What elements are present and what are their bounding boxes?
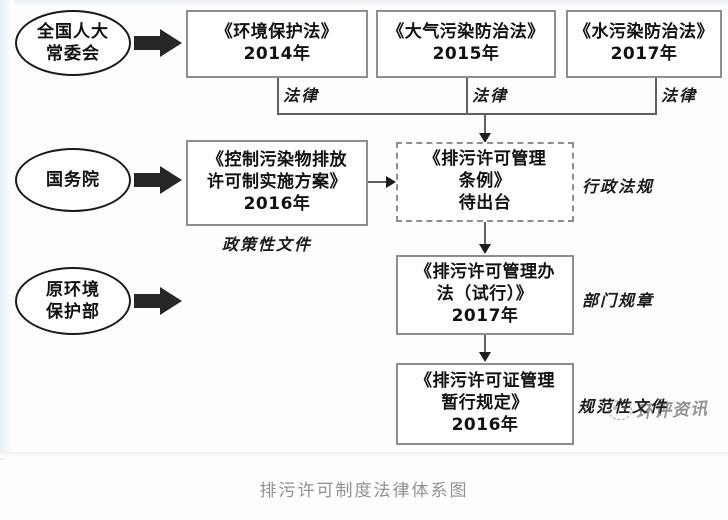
actor-mep-line1: 原环境: [46, 279, 100, 300]
category-label-policy: 政策性文件: [222, 235, 313, 254]
arrowhead-bus-to-regulation: [479, 133, 491, 143]
actor-npc-line1: 全国人大: [37, 21, 109, 42]
actor-npc-line2: 常委会: [46, 44, 100, 64]
regulation-line1: 《排污许可管理: [423, 149, 547, 170]
arrow-shaft: [134, 173, 162, 187]
arrow-mep-to-rules: [134, 287, 184, 315]
law-title: 《环境保护法》: [215, 22, 339, 43]
arrow-head: [160, 287, 182, 315]
ministerial-year: 2017年: [451, 305, 519, 326]
actor-former-mep[interactable]: 原环境 保护部: [15, 267, 131, 335]
arrowhead-ministerial-down: [479, 352, 491, 362]
page-bottom-strip: [0, 452, 728, 458]
arrow-head: [160, 29, 182, 57]
policy-year: 2016年: [243, 193, 311, 214]
law-box-water-pollution[interactable]: 《水污染防治法》 2017年: [566, 10, 722, 78]
diagram-caption: 排污许可制度法律体系图: [259, 481, 469, 501]
arrow-npc-to-law: [134, 29, 184, 57]
connector-regulation-down: [484, 222, 486, 246]
arrow-shaft: [134, 294, 162, 308]
ministerial-line1: 《排污许可管理办: [415, 262, 555, 283]
normative-line2: 暂行规定》: [441, 393, 529, 414]
arrowhead-regulation-down: [479, 244, 491, 254]
category-label-ministerial-rule: 部门规章: [582, 291, 655, 310]
connector-law3-down: [655, 78, 657, 114]
arrow-shaft: [134, 36, 162, 50]
arrow-head: [160, 166, 182, 194]
law-year: 2017年: [610, 44, 678, 64]
connector-law1-down: [277, 78, 279, 114]
connector-law2-down: [466, 78, 468, 114]
actor-mep-line2: 保护部: [46, 302, 100, 322]
connector-bus-to-regulation: [484, 113, 486, 139]
regulation-status: 待出台: [458, 192, 512, 213]
normative-line1: 《排污许可证管理: [415, 371, 555, 392]
law-title: 《水污染防治法》: [574, 22, 714, 43]
category-label-law-3: 法律: [661, 86, 698, 105]
category-label-law-2: 法律: [472, 86, 509, 105]
normative-year: 2016年: [451, 414, 519, 435]
watermark-text: 环评资讯: [635, 399, 709, 423]
category-label-law-1: 法律: [283, 86, 320, 105]
page-tint-left: [0, 0, 14, 460]
law-title: 《大气污染防治法》: [387, 22, 545, 43]
policy-line2: 许可制实施方案》: [207, 172, 347, 193]
law-box-env-protection[interactable]: 《环境保护法》 2014年: [186, 10, 368, 78]
law-box-air-pollution[interactable]: 《大气污染防治法》 2015年: [376, 10, 556, 78]
regulation-box-permit-management[interactable]: 《排污许可管理 条例》 待出台: [396, 142, 574, 222]
watermark-logo-icon: [608, 400, 632, 420]
law-year: 2014年: [243, 44, 311, 64]
connector-law-bus: [277, 113, 657, 115]
law-year: 2015年: [432, 44, 500, 64]
actor-npc-standing-committee[interactable]: 全国人大 常委会: [15, 10, 131, 76]
policy-box-implementation-plan[interactable]: 《控制污染物排放 许可制实施方案》 2016年: [186, 140, 368, 226]
connector-policy-to-regulation: [368, 181, 388, 183]
policy-line1: 《控制污染物排放: [207, 150, 347, 171]
category-label-regulation: 行政法规: [582, 177, 655, 196]
arrow-state-council-to-policy: [134, 166, 184, 194]
ministerial-rule-box-permit-measures[interactable]: 《排污许可管理办 法（试行）》 2017年: [396, 255, 574, 335]
page-tint-top: [0, 0, 728, 8]
arrowhead-policy-to-regulation: [386, 176, 396, 188]
regulation-line2: 条例》: [458, 171, 512, 192]
normative-doc-box-interim-provisions[interactable]: 《排污许可证管理 暂行规定》 2016年: [396, 363, 574, 445]
ministerial-line2: 法（试行）》: [436, 284, 534, 305]
actor-state-council[interactable]: 国务院: [15, 148, 131, 212]
connector-ministerial-down: [484, 335, 486, 355]
actor-state-council-line1: 国务院: [46, 169, 100, 190]
